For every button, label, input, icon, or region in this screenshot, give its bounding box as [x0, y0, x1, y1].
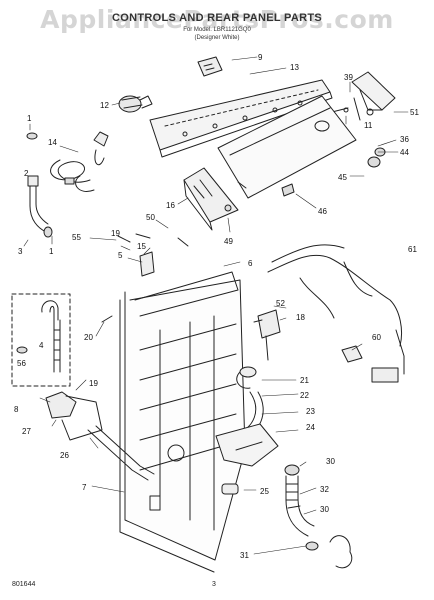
- callout-50: 50: [146, 213, 155, 222]
- wire-harness: [267, 244, 405, 383]
- control-console-panel: [149, 79, 333, 158]
- power-cord: [26, 131, 109, 192]
- callout-30-lower: 30: [320, 505, 329, 514]
- callout-11: 11: [364, 121, 373, 130]
- callout-13: 13: [290, 63, 299, 72]
- callout-51: 51: [410, 108, 419, 117]
- callout-61: 61: [408, 245, 417, 254]
- model-line: For Model: LBR1121GQ0: [183, 27, 251, 33]
- clips-and-screws: [135, 183, 295, 247]
- watermark-logo: AppliancePartsPros.com: [40, 5, 394, 34]
- callout-23: 23: [306, 407, 315, 416]
- callout-49: 49: [224, 237, 233, 246]
- diagram-title: CONTROLS AND REAR PANEL PARTS: [112, 12, 322, 24]
- callout-9: 9: [258, 53, 263, 62]
- callout-39: 39: [344, 73, 353, 82]
- callout-32: 32: [320, 485, 329, 494]
- right-drain-hose: [284, 464, 353, 569]
- drain-hose-inset: [11, 293, 71, 387]
- callout-25: 25: [260, 487, 269, 496]
- callout-12: 12: [100, 101, 109, 110]
- callout-14: 14: [48, 138, 57, 147]
- inlet-hose-left: [27, 175, 53, 238]
- callout-60: 60: [372, 333, 381, 342]
- callout-16: 16: [166, 201, 175, 210]
- color-line: (Designer White): [194, 35, 240, 41]
- callout-2: 2: [24, 169, 29, 178]
- callout-30-upper: 30: [326, 457, 335, 466]
- callout-44: 44: [400, 148, 409, 157]
- callout-22: 22: [300, 391, 309, 400]
- callout-36: 36: [400, 135, 409, 144]
- rear-cabinet-panel: [119, 271, 246, 573]
- rear-cover-panel: [217, 95, 357, 199]
- callout-20: 20: [84, 333, 93, 342]
- document-code: 801644: [12, 581, 36, 588]
- callout-27: 27: [22, 427, 31, 436]
- callout-19-lower: 19: [89, 379, 98, 388]
- callout-4: 4: [39, 341, 44, 350]
- timer-assembly: [118, 95, 153, 113]
- leader-lines: [23, 56, 409, 555]
- callout-21: 21: [300, 376, 309, 385]
- callout-6: 6: [248, 259, 253, 268]
- callout-46: 46: [318, 207, 327, 216]
- callout-31: 31: [240, 551, 249, 560]
- callout-56: 56: [17, 359, 26, 368]
- callout-7: 7: [82, 483, 87, 492]
- left-mounting-parts: [101, 235, 155, 323]
- callout-3: 3: [18, 247, 23, 256]
- callout-55: 55: [72, 233, 81, 242]
- callout-52: 52: [276, 299, 285, 308]
- callout-26: 26: [60, 451, 69, 460]
- end-cap: [183, 167, 239, 231]
- callout-8: 8: [14, 405, 19, 414]
- callout-1-left: 1: [49, 247, 54, 256]
- callout-18: 18: [296, 313, 305, 322]
- callout-19-upper: 19: [111, 229, 120, 238]
- callout-24: 24: [306, 423, 315, 432]
- rear-right-bracket: [331, 71, 396, 168]
- callout-5: 5: [118, 251, 123, 260]
- callout-labels: 9 13 39 51 12 11 1 36 14 44 45 16 46 2 4…: [14, 53, 419, 560]
- switch-assembly: [253, 309, 281, 361]
- callout-15: 15: [137, 242, 146, 251]
- callout-1-top: 1: [27, 114, 32, 123]
- control-knob-block: [197, 56, 223, 77]
- callout-45: 45: [338, 173, 347, 182]
- pump-and-hoses: [45, 366, 279, 495]
- page-number: 3: [212, 581, 216, 588]
